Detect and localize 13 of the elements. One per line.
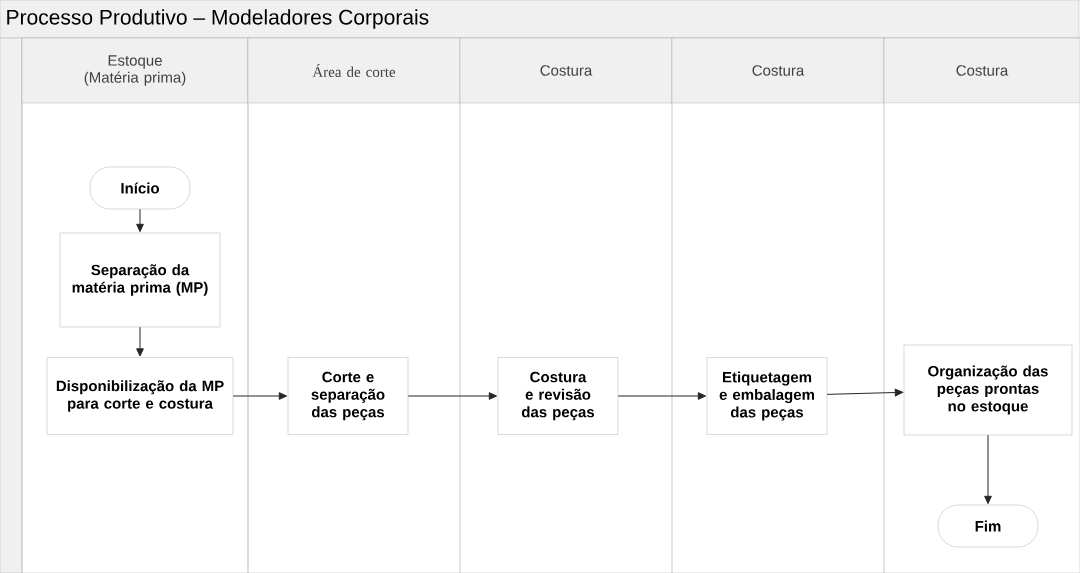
process-box: Separação da matéria prima (MP) xyxy=(59,232,221,328)
process-box: Corte e separação das peças xyxy=(287,357,409,435)
arrow xyxy=(136,208,144,233)
process-box: Costura e revisão das peças xyxy=(497,357,619,435)
arrow xyxy=(617,392,707,400)
process-box: Disponibilização da MP para corte e costura xyxy=(46,357,234,435)
process-box: Organização das peças prontas no estoque xyxy=(903,344,1073,436)
arrow xyxy=(407,392,498,400)
arrow xyxy=(826,388,904,397)
arrow xyxy=(984,434,992,505)
process-box: Etiquetagem e embalagem das peças xyxy=(706,357,828,435)
arrow xyxy=(232,392,288,400)
arrow xyxy=(136,326,144,357)
